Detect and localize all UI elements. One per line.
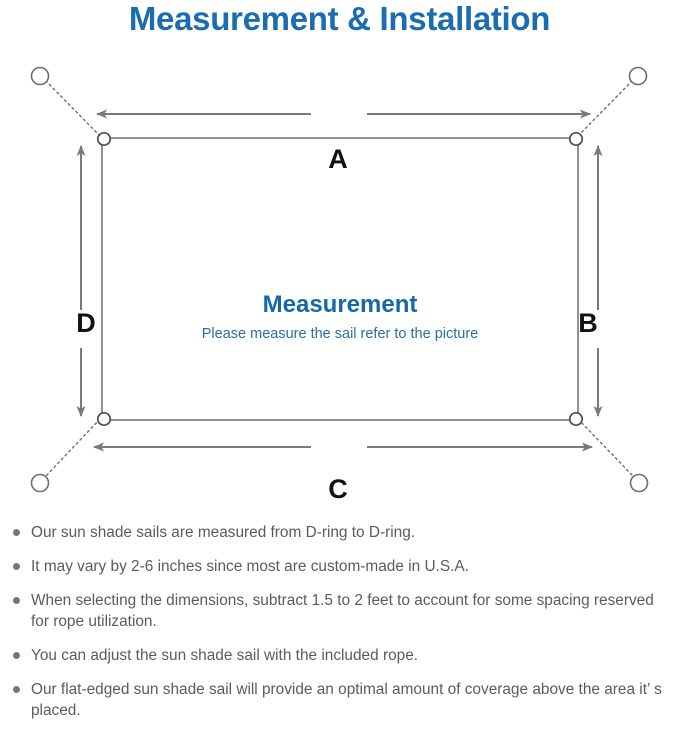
list-item: Our flat-edged sun shade sail will provi…	[0, 679, 679, 721]
dimension-label-b: B	[578, 308, 598, 338]
d-ring-top-right	[568, 131, 584, 147]
dimension-label-d: D	[76, 308, 96, 338]
anchor-point-bottom-right	[629, 473, 649, 493]
bullet-icon	[13, 529, 20, 536]
sail-measurement-diagram: Measurement Please measure the sail refe…	[0, 48, 679, 518]
bullet-icon	[13, 563, 20, 570]
bullet-icon	[13, 597, 20, 604]
list-item: You can adjust the sun shade sail with t…	[0, 645, 679, 666]
bullet-icon	[13, 652, 20, 659]
d-ring-top-left	[96, 131, 112, 147]
list-item: It may vary by 2-6 inches since most are…	[0, 556, 679, 577]
dimension-label-a: A	[328, 144, 348, 174]
d-ring-bottom-right	[568, 411, 584, 427]
list-item-text: Our sun shade sails are measured from D-…	[31, 524, 416, 541]
list-item: When selecting the dimensions, subtract …	[0, 590, 679, 632]
anchor-connectors	[45, 80, 634, 477]
dimension-label-c: C	[328, 474, 348, 504]
connector-top-left	[45, 80, 101, 137]
connector-bottom-right	[577, 418, 634, 477]
anchor-point-bottom-left	[30, 473, 50, 493]
list-item-text: You can adjust the sun shade sail with t…	[31, 647, 419, 664]
list-item-text: Our flat-edged sun shade sail will provi…	[31, 681, 662, 719]
sail-rectangle	[101, 137, 579, 421]
anchor-point-top-right	[628, 66, 648, 86]
connector-top-right	[577, 80, 633, 137]
sail-corner-rings	[96, 131, 584, 427]
diagram-svg	[30, 66, 649, 493]
list-item-text: It may vary by 2-6 inches since most are…	[31, 558, 469, 575]
list-item: Our sun shade sails are measured from D-…	[0, 522, 679, 543]
bullet-icon	[13, 686, 20, 693]
page-title: Measurement & Installation	[128, 0, 551, 37]
notes-list: Our sun shade sails are measured from D-…	[0, 522, 679, 734]
d-ring-bottom-left	[96, 411, 112, 427]
anchor-points	[30, 66, 649, 493]
anchor-point-top-left	[30, 66, 50, 86]
connector-bottom-left	[45, 418, 101, 477]
list-item-text: When selecting the dimensions, subtract …	[31, 592, 654, 630]
